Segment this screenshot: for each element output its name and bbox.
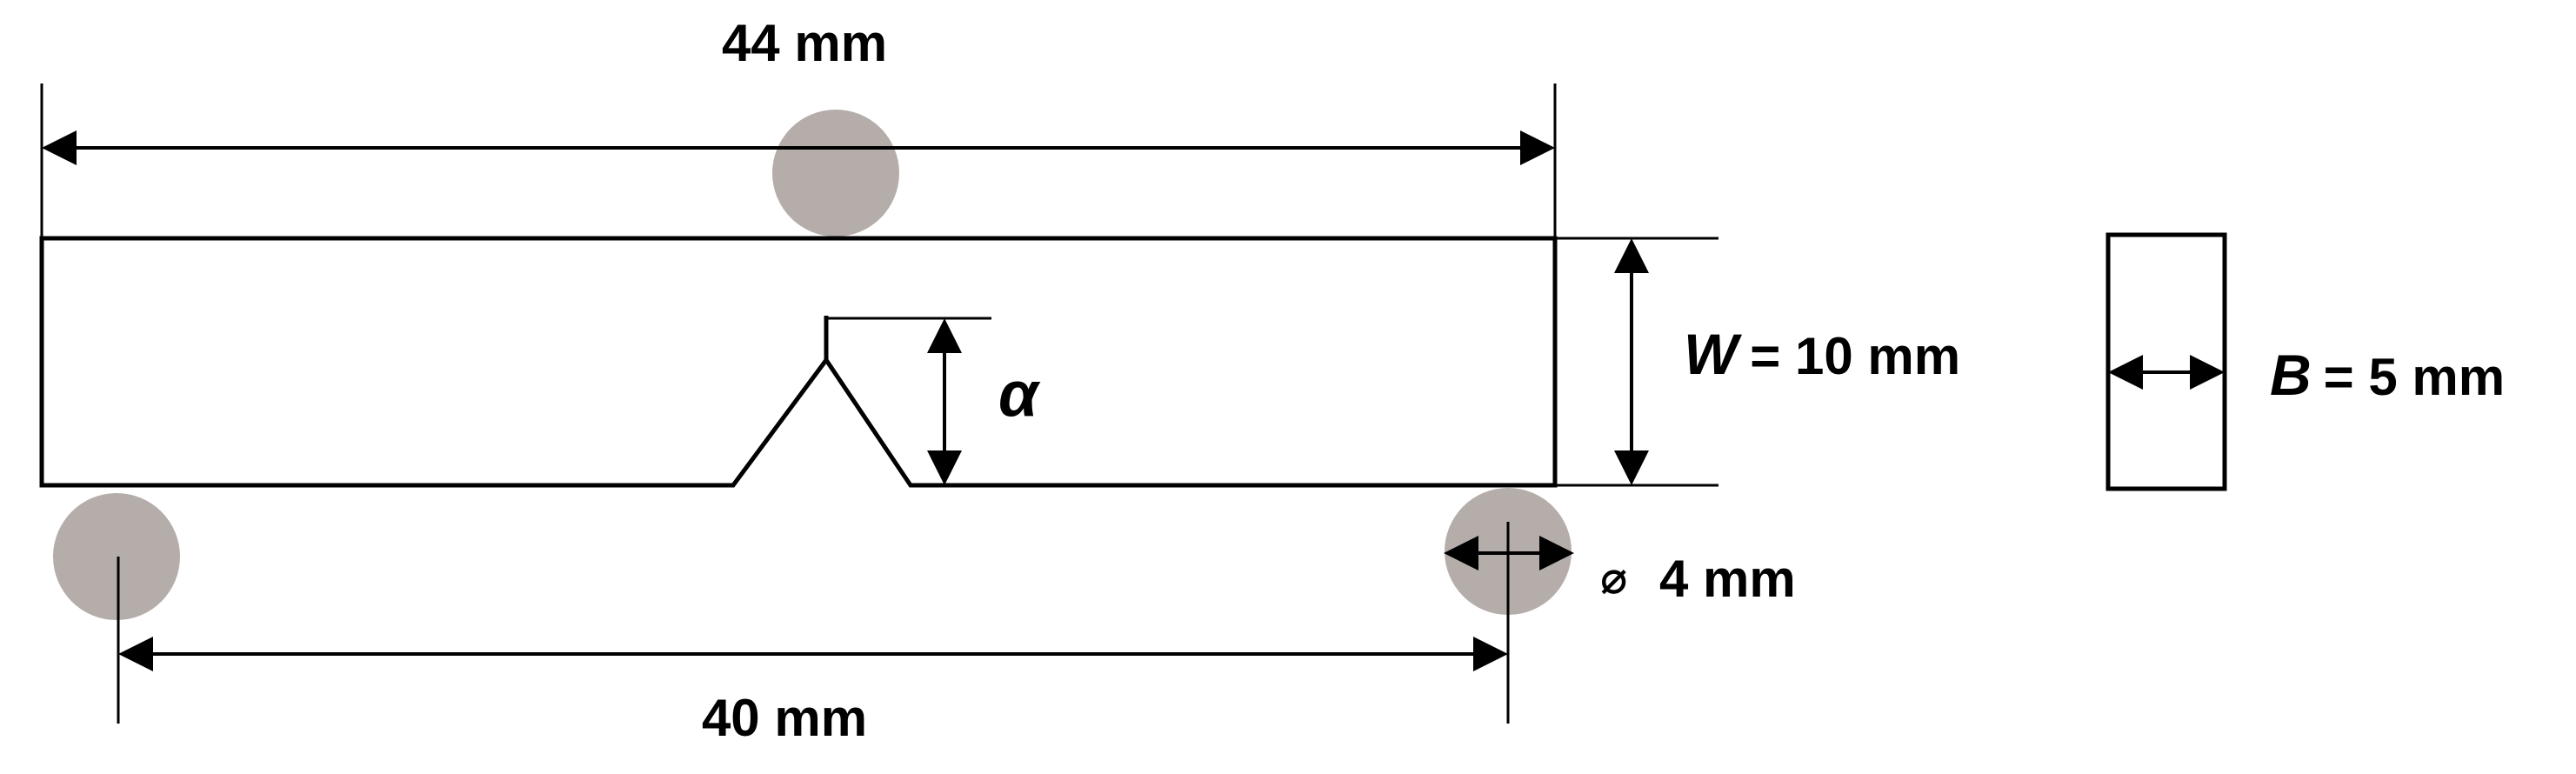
notch-depth-symbol: α xyxy=(998,357,1041,430)
thickness-symbol: B xyxy=(2270,343,2312,407)
thickness-value: = 5 mm xyxy=(2324,348,2505,406)
total-length-label: 44 mm xyxy=(722,14,887,72)
width-label: W= 10 mm xyxy=(1684,322,1960,386)
roller-diameter-label: 4 mm xyxy=(1659,550,1796,608)
width-value: = 10 mm xyxy=(1750,327,1960,385)
width-symbol: W xyxy=(1684,322,1742,386)
loading-roller xyxy=(772,110,899,237)
left-support-roller xyxy=(53,493,180,620)
specimen-beam-outline xyxy=(39,236,1558,488)
thickness-label: B= 5 mm xyxy=(2270,343,2505,407)
span-label: 40 mm xyxy=(702,689,867,747)
cross-section-outline xyxy=(2106,232,2227,491)
roller-diameter-symbol: ⌀ xyxy=(1600,553,1627,604)
